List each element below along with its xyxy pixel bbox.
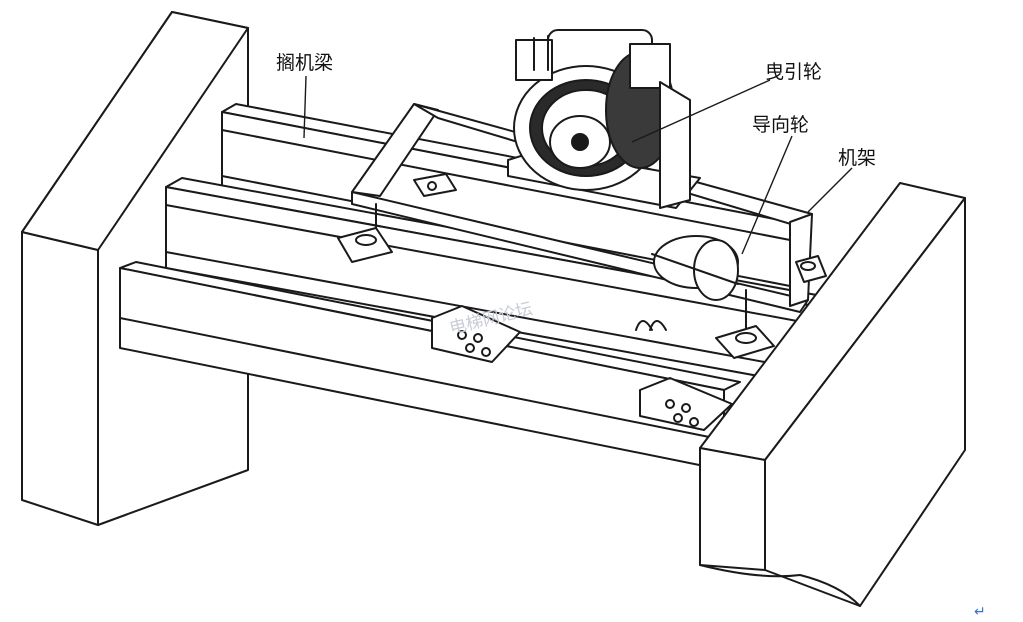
leader-beam	[303, 75, 307, 139]
mount-plate-right	[639, 377, 733, 431]
label-traction-sheave: 曳引轮	[765, 61, 823, 83]
vibration-pads	[337, 227, 827, 359]
rear-bracket	[413, 173, 457, 197]
guide-sheave	[651, 235, 739, 301]
leader-guide	[741, 135, 793, 255]
label-machine-frame: 机架	[838, 147, 877, 169]
leader-traction	[631, 79, 771, 143]
label-machine-beam: 搁机梁	[276, 52, 334, 74]
traction-machine	[507, 29, 701, 209]
machine-beam-front	[119, 261, 741, 471]
right-wall	[699, 182, 966, 607]
return-mark-icon: ↵	[974, 604, 986, 620]
mount-plate-left	[431, 305, 521, 363]
leader-frame	[807, 167, 853, 213]
label-guide-sheave: 导向轮	[752, 114, 810, 136]
